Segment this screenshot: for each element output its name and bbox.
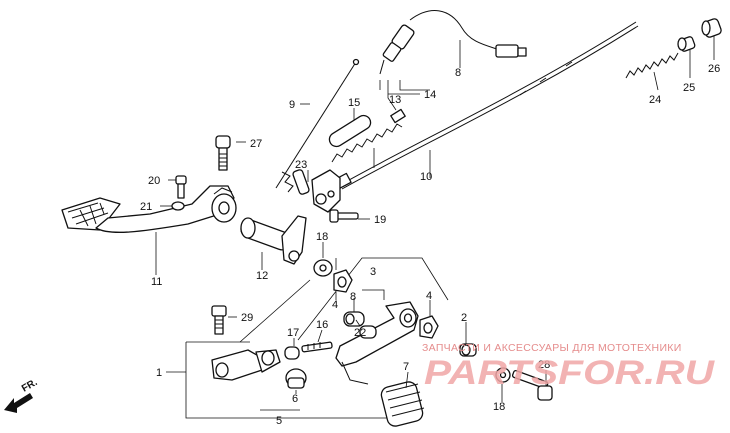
callout-14: 14 <box>424 89 436 101</box>
collar-2 <box>459 343 477 357</box>
assembly-outline <box>185 80 449 419</box>
front-direction-indicator: FR. <box>4 377 40 413</box>
callout-7: 7 <box>403 361 409 373</box>
bolt-28 <box>511 369 553 401</box>
callout-13: 13 <box>389 94 401 106</box>
brake-arm <box>292 169 341 213</box>
pipe-15 <box>328 114 372 148</box>
pin-19 <box>329 209 359 223</box>
callout-4b: 4 <box>426 290 432 302</box>
bolt-27 <box>215 135 231 171</box>
brake-rod <box>275 58 360 193</box>
callout-17: 17 <box>287 327 299 339</box>
watermark-logo: PARTSFOR.RU <box>424 354 716 392</box>
spring-24 <box>625 52 679 79</box>
stop-switch-harness <box>379 10 527 75</box>
washer-21 <box>171 201 185 211</box>
callout-6: 6 <box>292 393 298 405</box>
washer-18-upper <box>313 259 333 277</box>
pin-16 <box>301 341 333 353</box>
callout-19: 19 <box>374 214 386 226</box>
collar-25 <box>677 36 696 52</box>
shift-link <box>211 349 281 381</box>
pivot-shaft-12 <box>240 215 307 265</box>
bolt-20 <box>175 175 187 199</box>
joint-22 <box>343 311 377 339</box>
callout-8b: 8 <box>350 291 356 303</box>
callout-23: 23 <box>295 159 307 171</box>
nut-4-left <box>333 269 353 293</box>
callout-3: 3 <box>370 266 376 278</box>
pivot-6 <box>285 368 307 389</box>
brake-pedal <box>61 185 237 234</box>
callout-28: 28 <box>538 359 550 371</box>
callout-20: 20 <box>148 175 160 187</box>
callout-4a: 4 <box>332 299 338 311</box>
callout-26: 26 <box>708 63 720 75</box>
callout-2: 2 <box>461 312 467 324</box>
brake-cable <box>326 21 639 194</box>
callouts: 1 2 3 4 4 5 6 7 8 8 9 10 11 12 13 14 15 … <box>140 63 720 427</box>
callout-8a: 8 <box>455 67 461 79</box>
callout-18a: 18 <box>316 231 328 243</box>
callout-15: 15 <box>348 97 360 109</box>
front-label: FR. <box>20 377 40 395</box>
watermark: ЗАПЧАСТИ И АКСЕССУАРЫ ДЛЯ МОТОТЕХНИКИ PA… <box>422 342 716 392</box>
foot-peg-rubber <box>380 381 425 427</box>
shift-arm <box>335 301 419 385</box>
nut-4-right <box>419 315 439 339</box>
washer-18-lower <box>495 367 511 383</box>
callout-18b: 18 <box>493 401 505 413</box>
callout-21: 21 <box>140 201 152 213</box>
callout-16: 16 <box>316 319 328 331</box>
callout-25: 25 <box>683 82 695 94</box>
callout-27: 27 <box>250 138 262 150</box>
joint-26 <box>701 18 722 38</box>
callout-10: 10 <box>420 171 432 183</box>
leader-lines <box>155 36 715 402</box>
callout-22: 22 <box>354 327 366 339</box>
callout-1: 1 <box>156 367 162 379</box>
callout-11: 11 <box>151 276 162 288</box>
front-arrow-icon <box>4 393 33 413</box>
bolt-29 <box>211 305 227 335</box>
spring-13 <box>331 108 406 163</box>
callout-29: 29 <box>241 312 253 324</box>
callout-12: 12 <box>256 270 268 282</box>
callout-5: 5 <box>276 415 282 427</box>
callout-24: 24 <box>649 94 661 106</box>
watermark-caption: ЗАПЧАСТИ И АКСЕССУАРЫ ДЛЯ МОТОТЕХНИКИ <box>422 342 682 354</box>
collar-17 <box>284 346 300 360</box>
callout-9: 9 <box>289 99 295 111</box>
